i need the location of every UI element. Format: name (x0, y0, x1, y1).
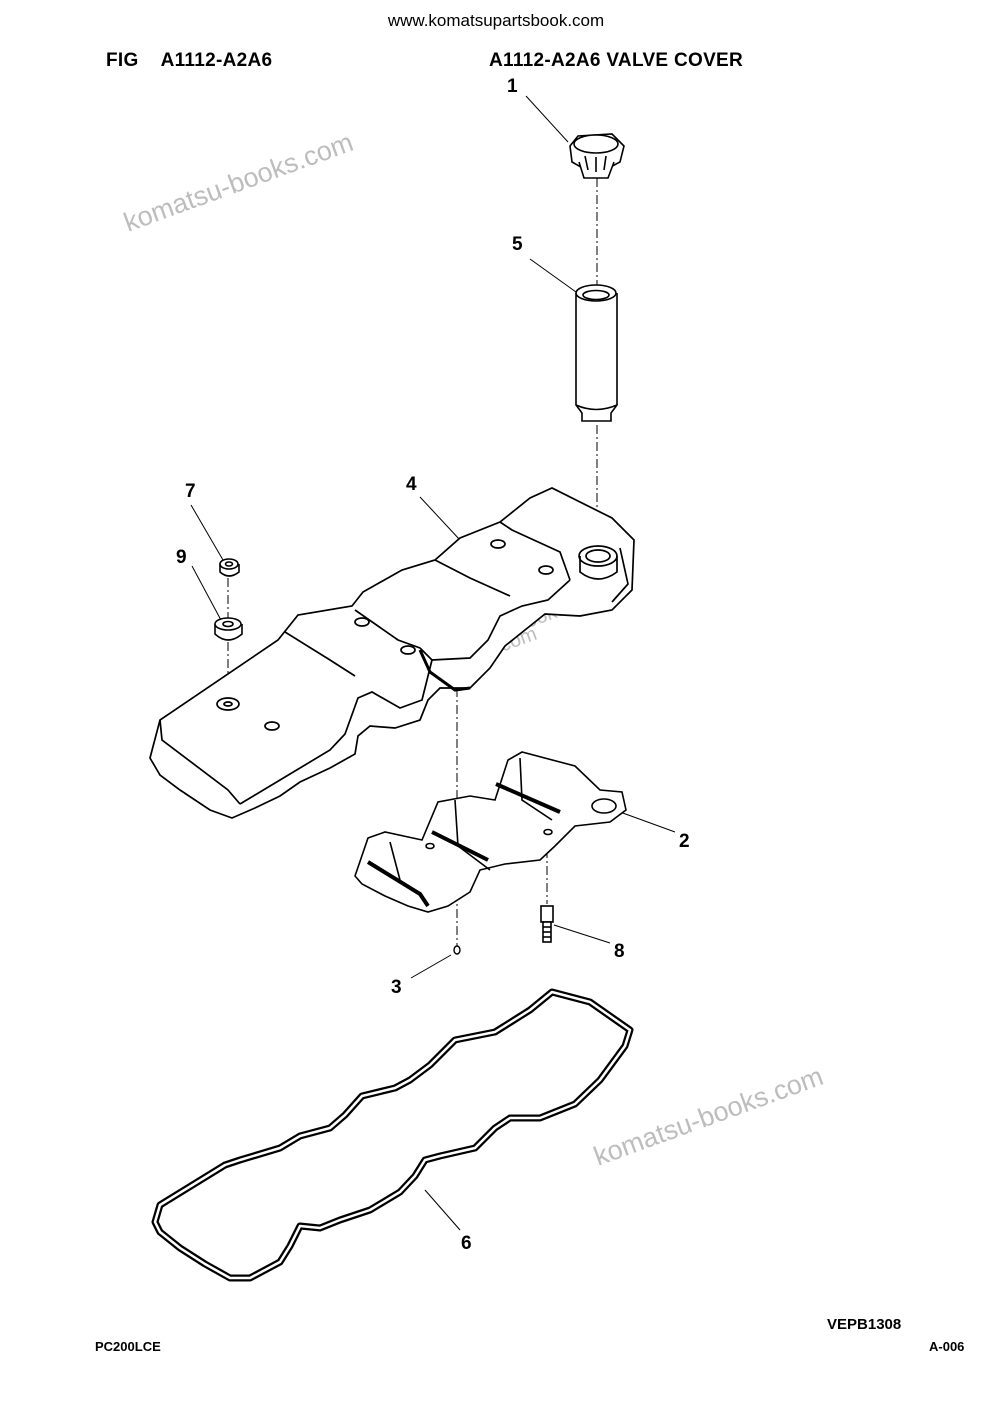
callout-1: 1 (507, 76, 518, 97)
stud (540, 905, 554, 943)
figure-code: A1112-A2A6 (160, 50, 273, 71)
watermark: komatsu-books.com (120, 127, 357, 238)
figure-title: A1112-A2A6 VALVE COVER (489, 50, 744, 71)
callout-5: 5 (512, 234, 523, 255)
figure-label: FIG A1112-A2A6 (106, 50, 272, 72)
drawing-reference-code: VEPB1308 (827, 1316, 902, 1333)
callout-2: 2 (679, 831, 690, 852)
watermark: komatsu-books.com (590, 1061, 827, 1172)
screw (453, 945, 461, 955)
callout-4: 4 (406, 474, 417, 495)
leader-lines (190, 95, 676, 1231)
nut (219, 558, 240, 577)
callout-9: 9 (176, 547, 187, 568)
callout-8: 8 (614, 941, 625, 962)
valve-cover (149, 487, 635, 819)
filler-tube (575, 284, 618, 422)
machine-model: PC200LCE (95, 1339, 161, 1354)
gasket (151, 988, 634, 1282)
figure-prefix: FIG (106, 50, 139, 71)
callout-3: 3 (391, 977, 402, 998)
callout-7: 7 (185, 481, 196, 502)
grommet (214, 617, 243, 641)
page-number: A-006 (929, 1339, 965, 1354)
callout-6: 6 (461, 1233, 472, 1254)
baffle-plate (354, 751, 627, 913)
site-url: www.komatsupartsbook.com (387, 11, 605, 30)
oil-filler-cap (569, 133, 625, 179)
